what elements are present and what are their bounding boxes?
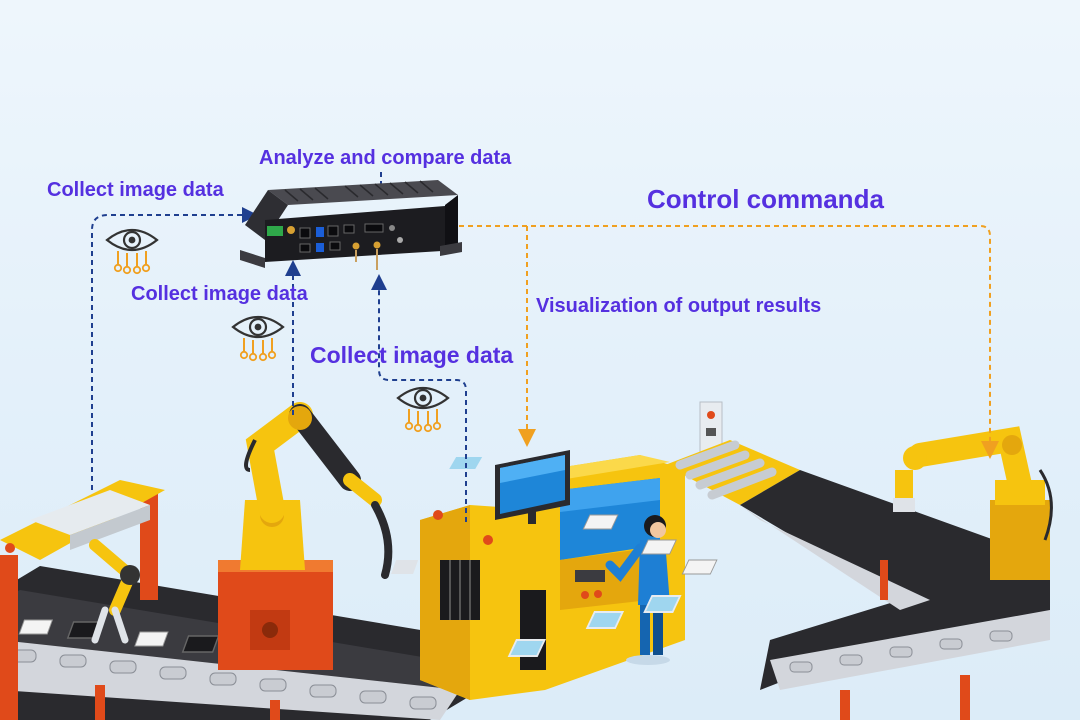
worker-icon [391,515,670,665]
control-panel-box [699,401,723,470]
eye-sensor-icon [396,386,450,433]
collect-image-data-label-middle: Collect image data [131,283,308,305]
roller-bed [449,440,800,505]
right-conveyor-belt [507,470,1050,720]
left-gantry [0,480,165,720]
right-robot-arm [893,426,1053,580]
image-data-connectors [91,172,467,522]
collect-image-data-label-left: Collect image data [47,179,224,201]
monitor-icon [495,450,570,524]
visualization-label: Visualization of output results [536,295,822,317]
collect-image-data-label-right: Collect image data [310,342,514,368]
industrial-pc-icon [240,180,462,270]
robot-arm-icon [218,402,393,670]
analyze-compare-label: Analyze and compare data [259,147,512,169]
control-command-label: Control commanda [647,184,884,214]
eye-sensor-icon [105,228,159,275]
eye-sensor-icon [231,315,285,362]
